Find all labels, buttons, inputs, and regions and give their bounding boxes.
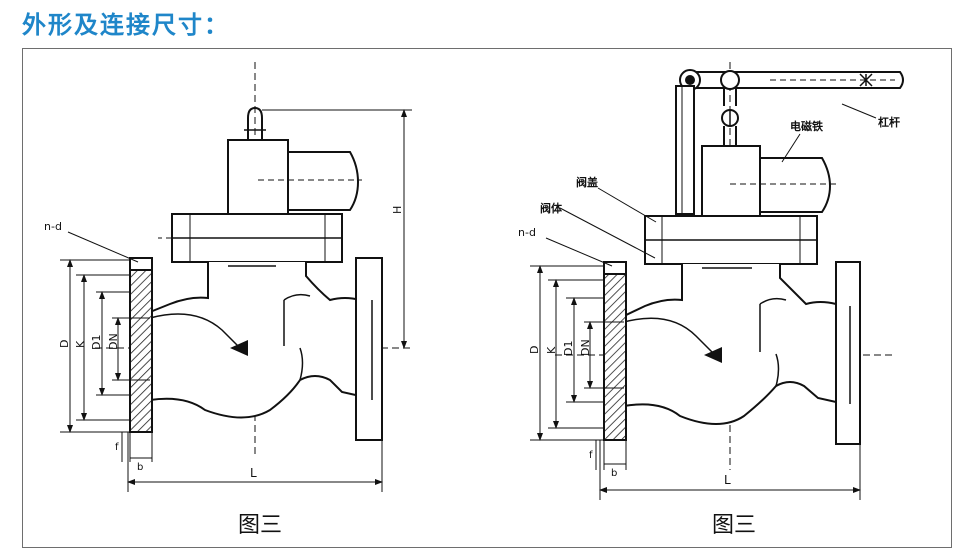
valve-body — [149, 262, 361, 419]
label-bonnet: 阀盖 — [576, 175, 598, 189]
label-L: L — [724, 473, 731, 487]
figure-1-caption: 图三 — [238, 513, 282, 538]
label-D1: D1 — [562, 341, 575, 356]
label-D: D — [58, 340, 71, 348]
page-heading: 外形及连接尺寸： — [22, 11, 230, 39]
outlet-flange — [355, 257, 383, 441]
figure-2-caption: 图三 — [712, 513, 756, 538]
label-f: f — [589, 450, 593, 461]
solenoid-coil — [287, 151, 360, 211]
label-K: K — [74, 340, 87, 348]
label-f: f — [115, 442, 119, 453]
label-H: H — [391, 206, 404, 214]
label-b: b — [137, 462, 143, 473]
figure-2 — [530, 62, 904, 500]
label-solenoid: 电磁铁 — [790, 119, 823, 133]
label-D1: D1 — [90, 335, 103, 350]
label-D: D — [528, 346, 541, 354]
label-nd: n-d — [44, 220, 62, 233]
label-b: b — [611, 468, 617, 479]
figure-2-labels: n-d D K D1 DN L f b 杠杆 电磁铁 阀盖 阀体 图三 — [518, 115, 900, 538]
figure-1-labels: n-d D K D1 DN H L f b 图三 — [44, 206, 404, 538]
figure-1 — [60, 62, 412, 492]
label-K: K — [545, 346, 558, 354]
label-DN: DN — [107, 333, 120, 350]
label-nd: n-d — [518, 226, 536, 239]
label-L: L — [250, 466, 257, 480]
lever-arm — [690, 71, 904, 89]
label-body: 阀体 — [540, 201, 563, 215]
lever-link — [675, 85, 695, 215]
stem-cap — [247, 106, 263, 140]
label-DN: DN — [579, 339, 592, 356]
solenoid-housing — [227, 139, 289, 215]
inlet-flange — [129, 259, 153, 433]
label-lever: 杠杆 — [878, 115, 900, 129]
